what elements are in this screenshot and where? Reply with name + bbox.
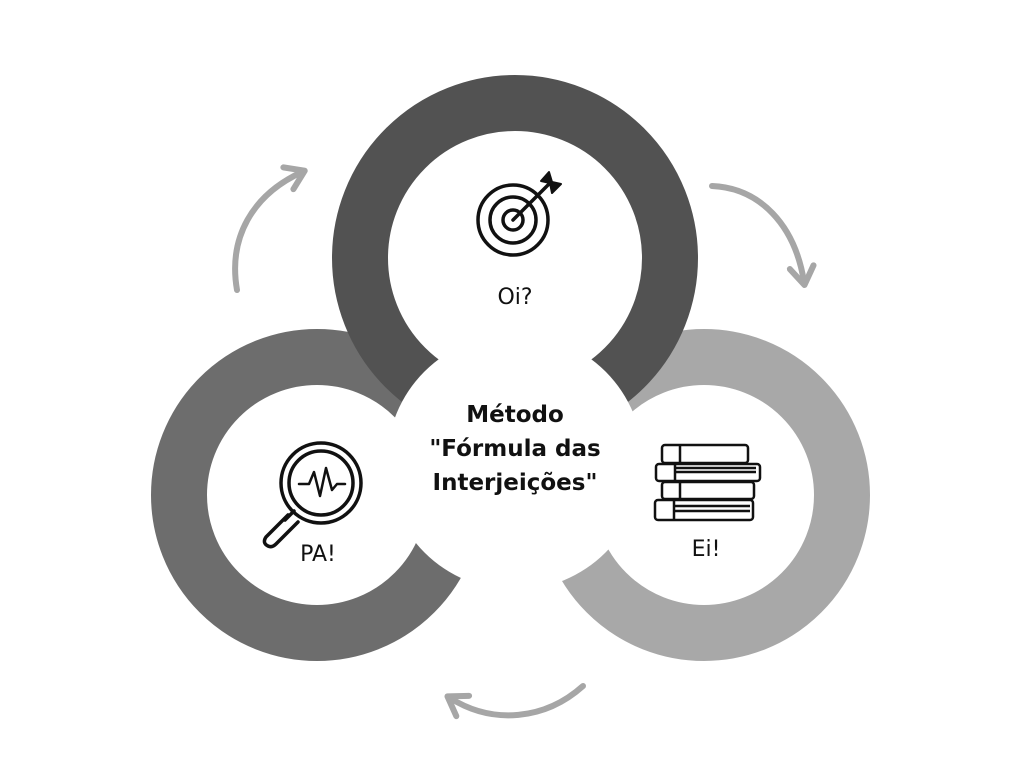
center-blob bbox=[387, 334, 643, 590]
arrow-top-right bbox=[709, 183, 817, 288]
center-title-line-3: Interjeições" bbox=[432, 470, 598, 496]
magnifier-pulse-icon bbox=[262, 441, 363, 549]
node-label-top: Oi? bbox=[497, 285, 533, 310]
arrow-bottom bbox=[444, 683, 586, 720]
node-label-left: PA! bbox=[300, 542, 336, 567]
target-icon bbox=[476, 171, 562, 257]
node-label-right: Ei! bbox=[691, 537, 721, 562]
center-title-line-2: "Fórmula das bbox=[429, 436, 601, 462]
arrow-left-up bbox=[232, 164, 308, 293]
books-stack-icon bbox=[653, 443, 762, 522]
center-title-line-1: Método bbox=[466, 402, 564, 428]
center-title: Método "Fórmula das Interjeições" bbox=[365, 398, 665, 500]
